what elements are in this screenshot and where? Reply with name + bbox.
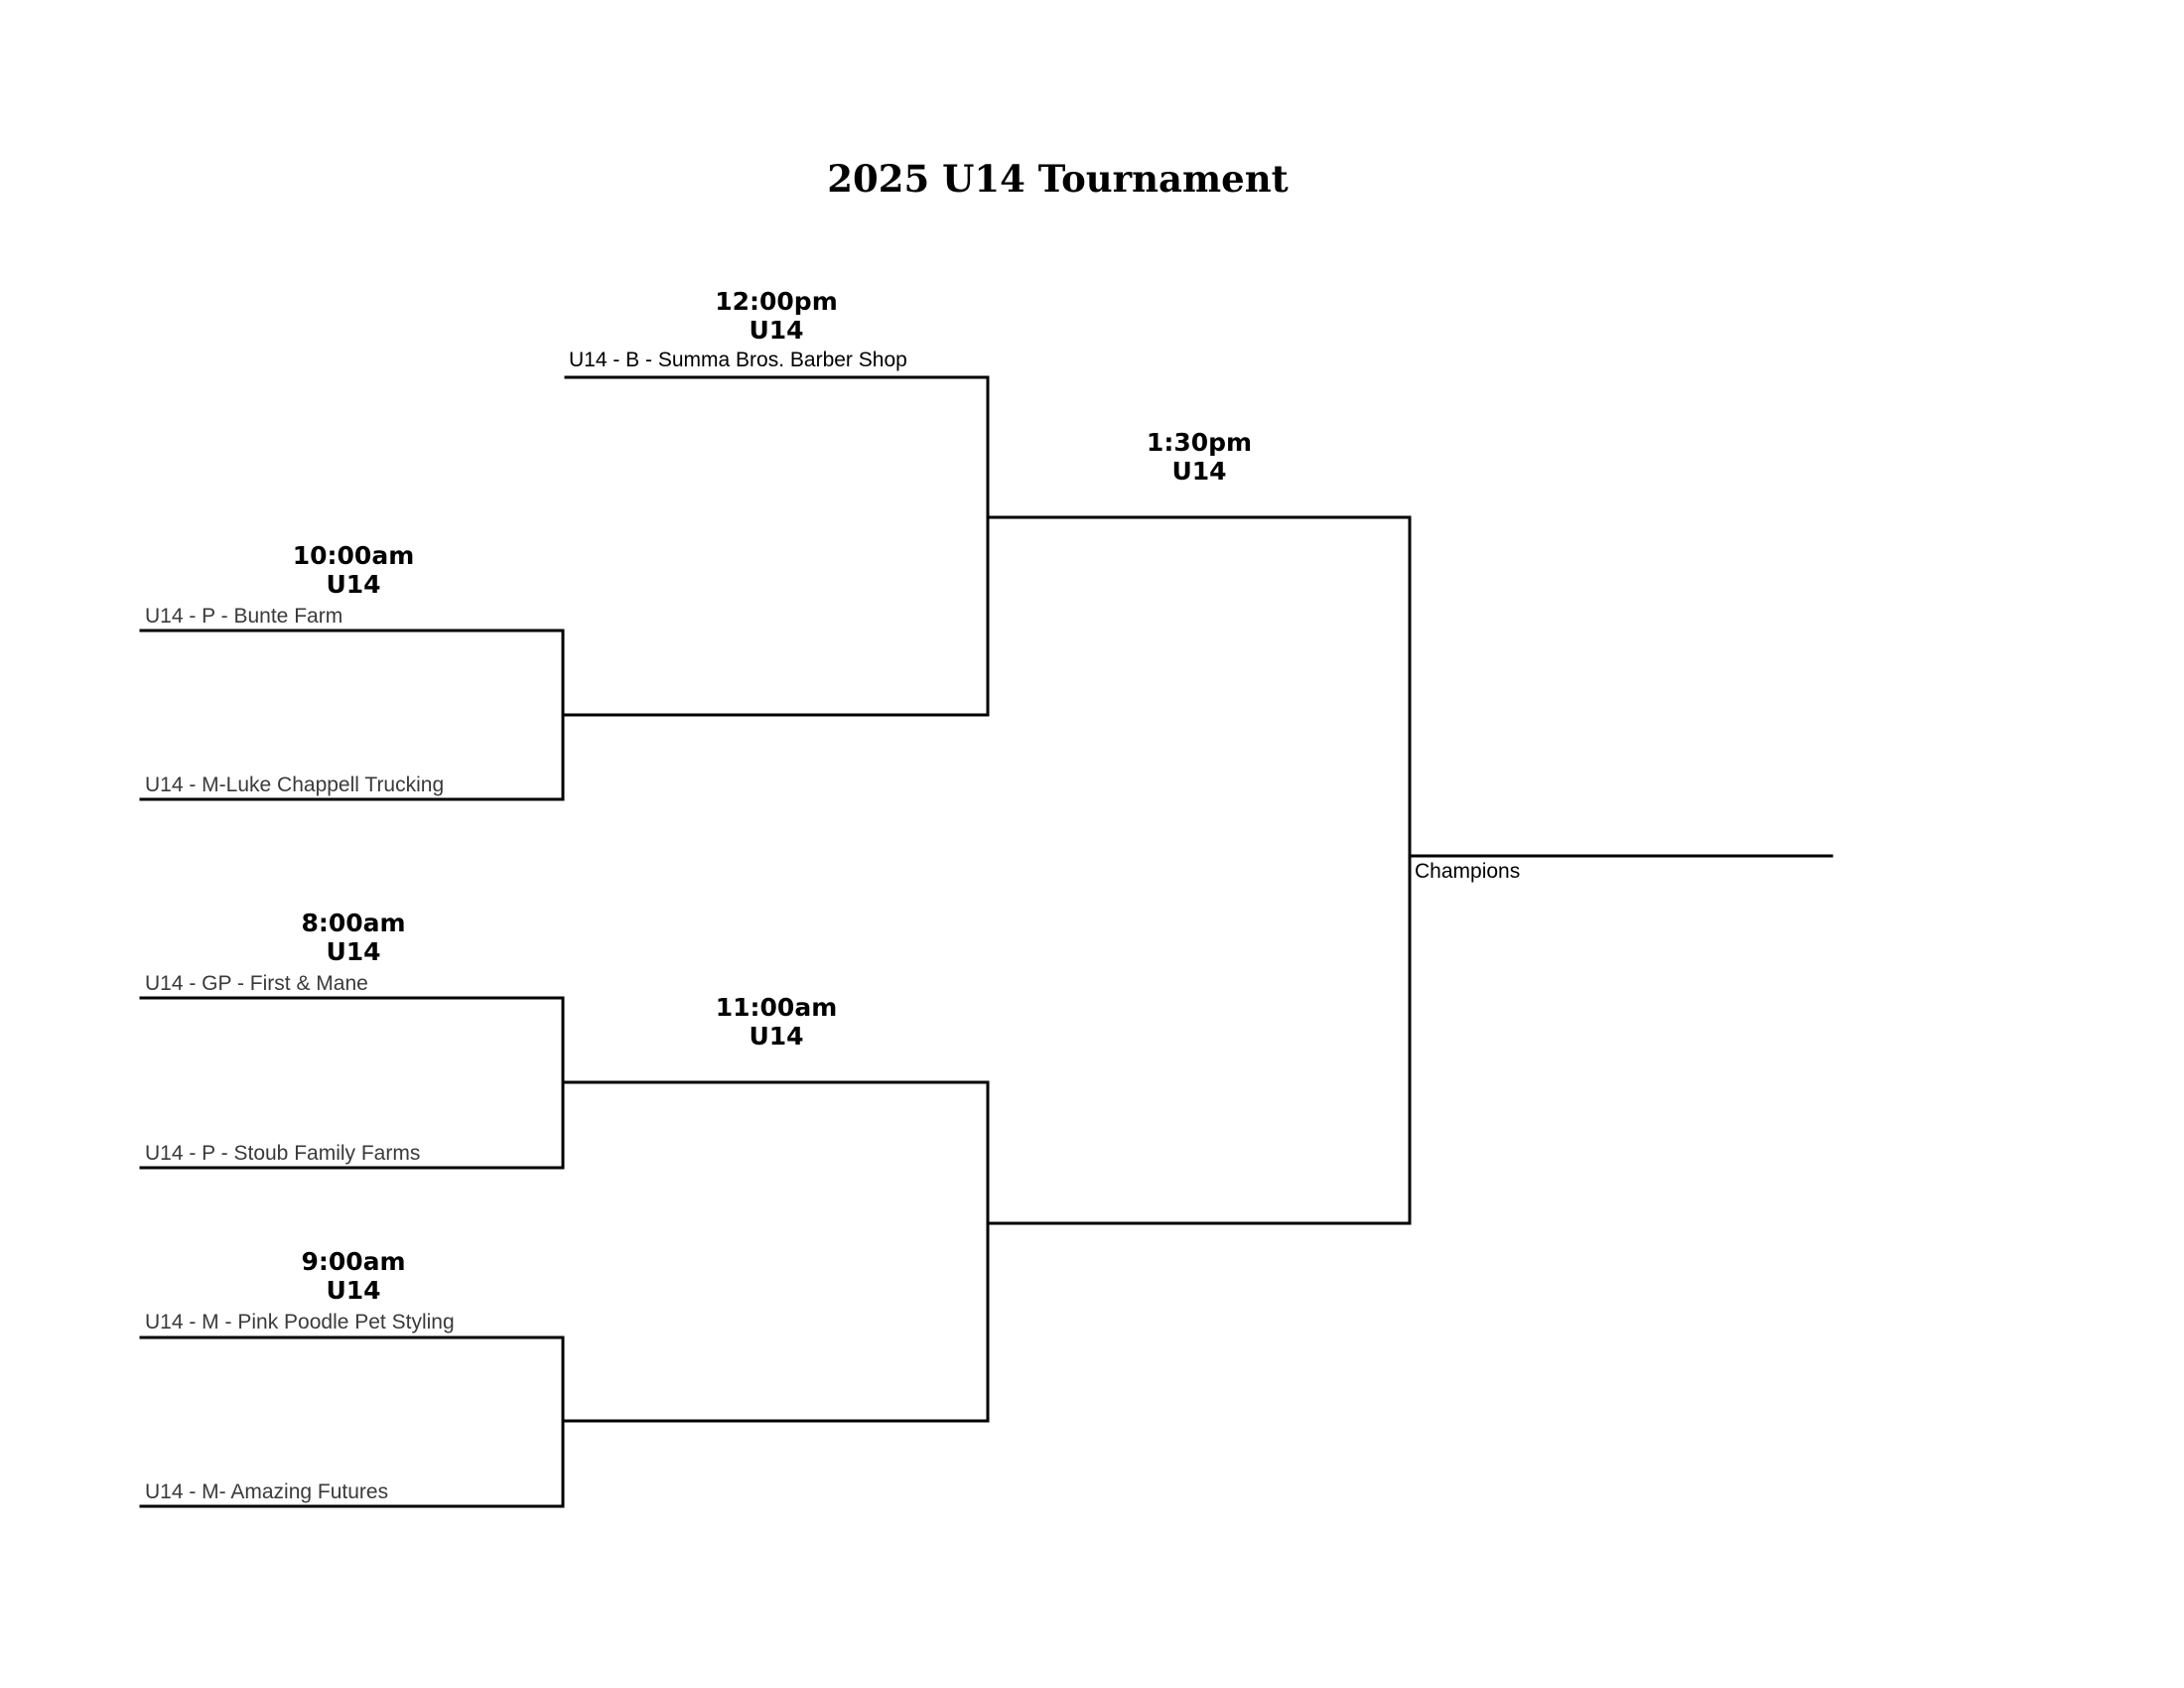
team-luke-chappell: U14 - M-Luke Chappell Trucking (145, 774, 445, 796)
team-bunte-farm: U14 - P - Bunte Farm (145, 605, 343, 628)
game-label-900am: 9:00am U14 (205, 1247, 502, 1305)
game-label-1100am: 11:00am U14 (627, 993, 925, 1051)
game-time: 1:30pm (1146, 428, 1253, 457)
game-division: U14 (749, 1022, 804, 1051)
game-label-800am: 8:00am U14 (205, 909, 502, 966)
game-label-1200pm: 12:00pm U14 (627, 287, 925, 345)
game-time: 12:00pm (715, 287, 838, 316)
game-division: U14 (326, 570, 381, 599)
game-label-130pm: 1:30pm U14 (1050, 428, 1348, 486)
game-division: U14 (1171, 457, 1227, 486)
game-division: U14 (326, 937, 381, 966)
team-summa-bros: U14 - B - Summa Bros. Barber Shop (569, 349, 907, 371)
game-time: 10:00am (292, 541, 415, 570)
team-amazing-futures: U14 - M- Amazing Futures (145, 1480, 389, 1503)
page-title: 2025 U14 Tournament (827, 157, 1289, 201)
team-first-mane: U14 - GP - First & Mane (145, 972, 368, 995)
game-time: 9:00am (301, 1247, 406, 1276)
game-label-1000am: 10:00am U14 (205, 541, 502, 599)
team-pink-poodle: U14 - M - Pink Poodle Pet Styling (145, 1311, 455, 1334)
team-stoub-family: U14 - P - Stoub Family Farms (145, 1142, 421, 1165)
champions-label: Champions (1415, 860, 1521, 883)
game-time: 11:00am (715, 993, 838, 1022)
game-division: U14 (749, 316, 804, 345)
game-time: 8:00am (301, 909, 406, 937)
game-division: U14 (326, 1276, 381, 1305)
